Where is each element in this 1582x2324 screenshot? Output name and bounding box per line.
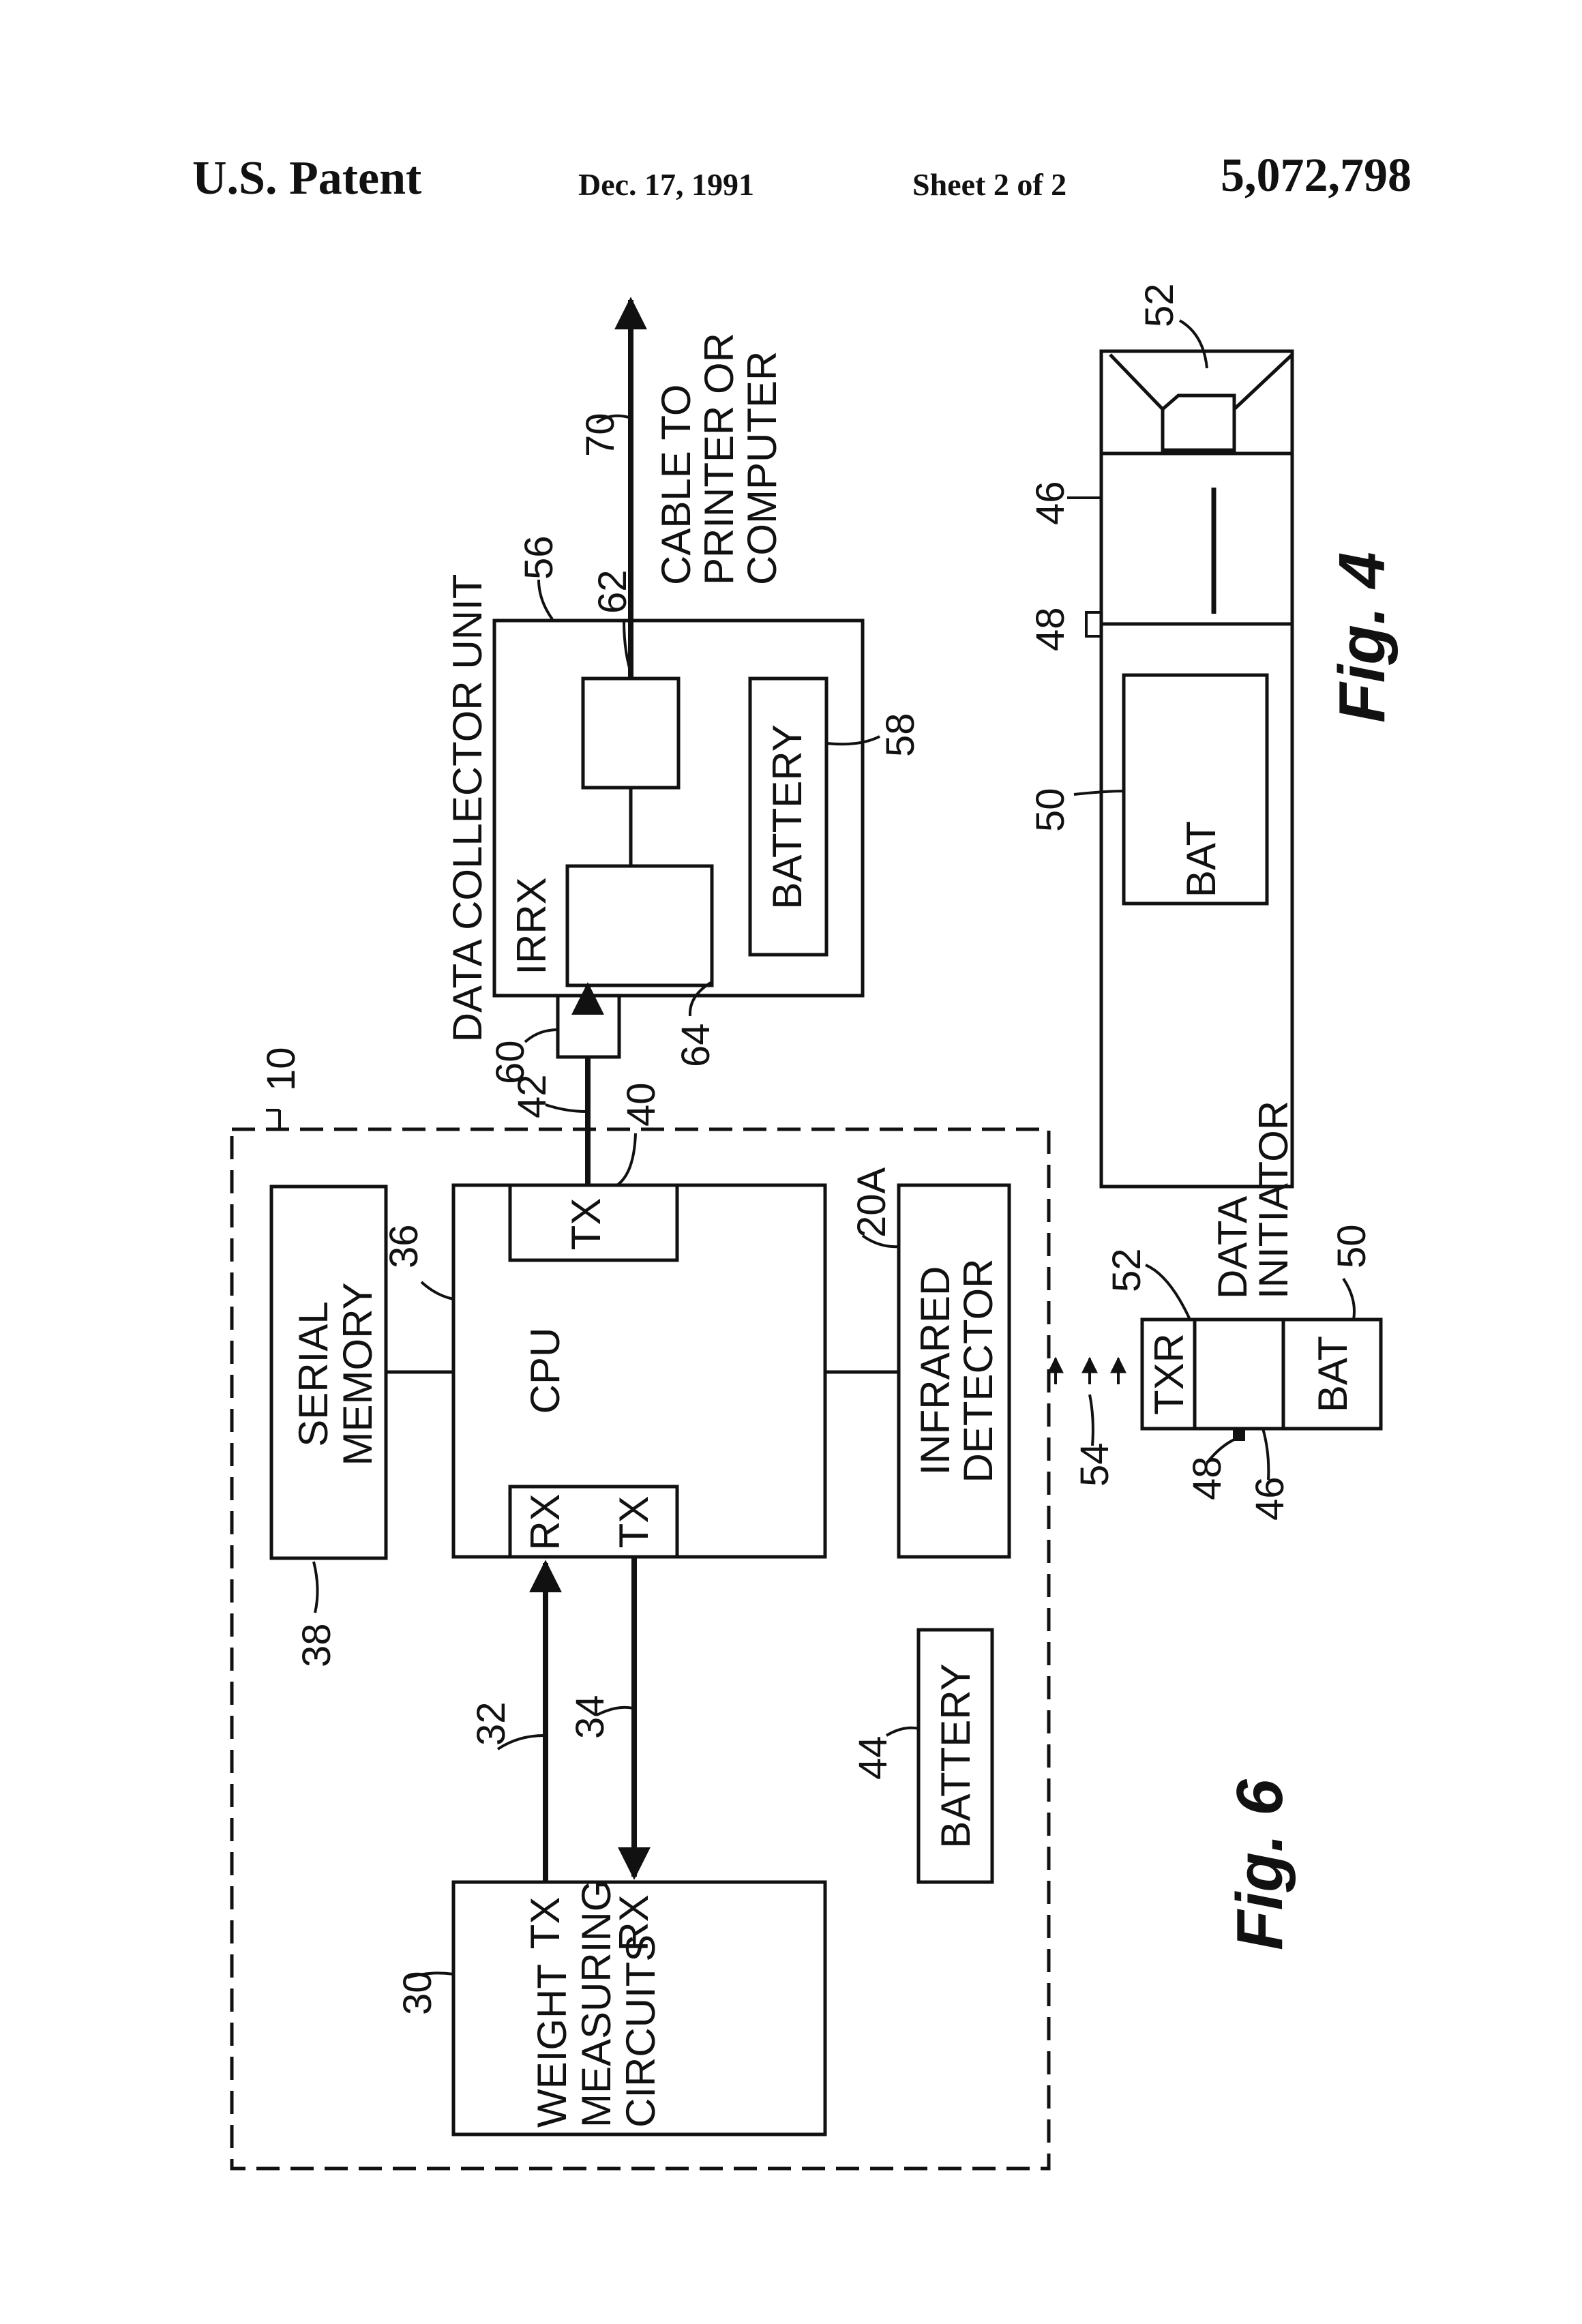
tx-port-ref: 40: [619, 1082, 663, 1127]
fig6-caption: Fig. 6: [1223, 1779, 1296, 1950]
cpu-label: CPU: [522, 1328, 568, 1414]
weight-circuits-ref: 30: [395, 1971, 440, 2015]
initiator-bat-ref: 50: [1330, 1224, 1374, 1268]
irrx-block: [567, 866, 712, 985]
battery-label: BATTERY: [933, 1663, 979, 1848]
battery-ref-leader: [886, 1728, 919, 1735]
infrared-detector-label-2: DETECTOR: [955, 1259, 1001, 1483]
fig4-body-ref: 46: [1028, 481, 1073, 525]
collector-battery-label: BATTERY: [764, 724, 810, 909]
ir-signal-ref-leader: [1090, 1395, 1093, 1446]
weight-circuits-tx: TX: [522, 1897, 568, 1950]
irrx-label: IRRX: [509, 877, 554, 974]
data-collector-ref-leader: [539, 580, 552, 619]
fig4-txr-ref: 52: [1137, 283, 1182, 327]
serial-memory-ref: 38: [295, 1623, 339, 1667]
cpu-ref: 36: [382, 1224, 426, 1268]
weight-circuits-label-1: WEIGHT: [529, 1964, 575, 2128]
collector-battery-ref: 58: [878, 713, 923, 757]
cpu-tx-lower-label: TX: [611, 1496, 657, 1549]
weight-circuits-label-2: MEASURING: [573, 1880, 619, 2128]
fig4-transmitter: [1110, 355, 1292, 450]
initiator-body-ref-leader: [1263, 1429, 1268, 1480]
weight-circuits-label-3: CIRCUITS: [618, 1935, 663, 2128]
infrared-detector-label-1: INFRARED: [912, 1266, 958, 1476]
initiator-txr-ref: 52: [1105, 1248, 1149, 1292]
fig4-txr-ref-leader: [1180, 321, 1207, 368]
fig4-bat-ref: 50: [1028, 788, 1073, 832]
tx-line-ref: 32: [469, 1701, 513, 1746]
serial-memory-label-1: SERIAL: [290, 1301, 336, 1446]
initiator-txr-label: TXR: [1146, 1333, 1192, 1415]
rx-line-ref: 34: [568, 1695, 612, 1739]
ir-window-ref: 60: [488, 1040, 533, 1084]
device-ref: 10: [259, 1047, 303, 1091]
irrx-ref: 64: [674, 1023, 718, 1067]
cable-label-1: CABLE TO: [653, 384, 699, 585]
infrared-detector-ref: 20A: [850, 1167, 894, 1238]
initiator-title-1: DATA: [1210, 1196, 1255, 1299]
initiator-txr-ref-leader: [1146, 1265, 1190, 1320]
initiator-bat-ref-leader: [1343, 1279, 1354, 1320]
cable-label-2: PRINTER OR: [696, 333, 742, 585]
fig4-caption: Fig. 4: [1326, 552, 1399, 723]
data-collector-title: DATA COLLECTOR UNIT: [445, 574, 490, 1043]
initiator-body-ref: 46: [1248, 1476, 1292, 1521]
fig4-bat-label: BAT: [1178, 821, 1224, 897]
battery-ref: 44: [851, 1735, 895, 1780]
fig4-diagram: BAT 50 48 46 52 Fig. 4: [1028, 283, 1399, 1187]
cpu-rx-label: RX: [522, 1493, 568, 1550]
cable-label-3: COMPUTER: [739, 351, 785, 585]
fig4-button: [1086, 612, 1101, 636]
collector-battery-ref-leader: [826, 736, 880, 744]
fig4-body: [1101, 351, 1292, 1187]
processor-block: [583, 679, 678, 788]
tx-port-ref-leader: [617, 1133, 636, 1185]
ir-window: [558, 996, 619, 1057]
fig6-diagram: 10 SERIAL MEMORY 38 TX CPU RX TX 36 INFR…: [232, 300, 1381, 2169]
serial-memory-label-2: MEMORY: [335, 1283, 380, 1466]
cpu-tx-upper-label: TX: [563, 1198, 609, 1251]
ir-signal-ref: 54: [1073, 1442, 1117, 1487]
data-collector-ref: 56: [517, 535, 561, 580]
initiator-title-2: INITIATOR: [1251, 1101, 1296, 1299]
cpu-ref-leader: [421, 1282, 453, 1299]
ir-window-ref-leader: [525, 1030, 558, 1042]
fig4-button-ref: 48: [1028, 607, 1073, 651]
serial-memory-ref-leader: [314, 1562, 318, 1613]
initiator-bat-label: BAT: [1310, 1336, 1356, 1412]
